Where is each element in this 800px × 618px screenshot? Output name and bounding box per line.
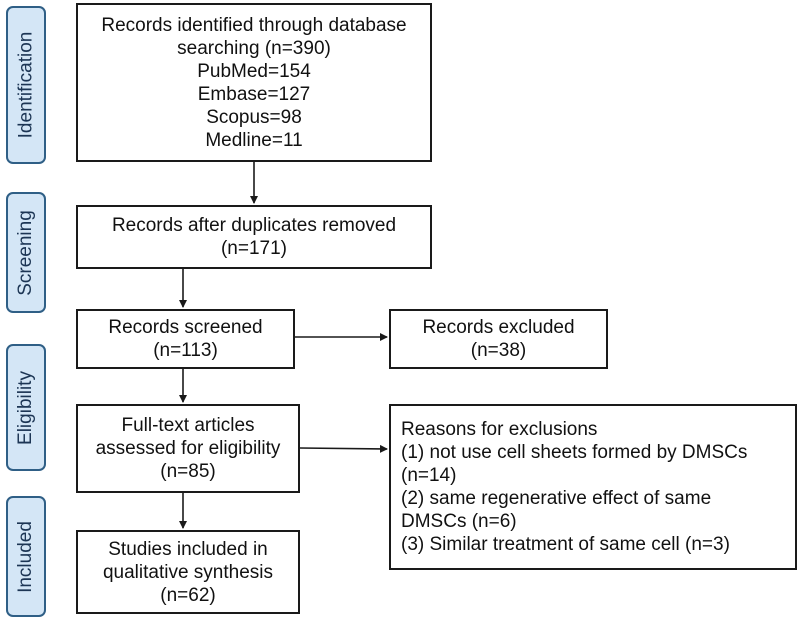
stage-screening: Screening <box>6 192 46 313</box>
box-line: Records after duplicates removed <box>111 215 397 236</box>
exclusion-reasons-box: Reasons for exclusions (1) not use cell … <box>389 404 797 570</box>
box-line: Records screened <box>108 317 263 338</box>
fulltext-assessed-box: Full-text articles assessed for eligibil… <box>76 404 300 493</box>
box-line: (n=171) <box>220 238 288 259</box>
box-line: (n=113) <box>153 340 218 361</box>
box-line: Records identified through database <box>101 14 407 36</box>
box-line: Medline=11 <box>205 129 303 151</box>
records-identified-box: Records identified through database sear… <box>76 3 432 162</box>
stage-identification: Identification <box>6 6 46 164</box>
box-line: assessed for eligibility <box>95 438 281 459</box>
box-line: (3) Similar treatment of same cell (n=3) <box>401 534 730 555</box>
box-line: Reasons for exclusions <box>401 419 598 440</box>
box-line: DMSCs (n=6) <box>401 511 517 532</box>
records-deduplicated-box: Records after duplicates removed (n=171) <box>76 205 432 269</box>
box-line: Embase=127 <box>197 83 311 105</box>
stage-eligibility: Eligibility <box>6 344 46 471</box>
box-line: Full-text articles <box>121 415 255 436</box>
box-line: (1) not use cell sheets formed by DMSCs <box>401 442 748 463</box>
box-line: (n=38) <box>470 340 527 361</box>
records-screened-box: Records screened (n=113) <box>76 309 295 369</box>
box-line: (n=62) <box>160 584 216 606</box>
arrow-fulltext-to-reasons <box>299 444 388 453</box>
stage-included: Included <box>6 496 46 617</box>
box-line: (2) same regenerative effect of same <box>401 488 712 509</box>
box-line: Studies included in <box>108 538 268 560</box>
box-line: Scopus=98 <box>206 106 302 128</box>
studies-included-box: Studies included in qualitative synthesi… <box>76 530 300 614</box>
box-line: (n=85) <box>160 461 216 482</box>
records-excluded-box: Records excluded (n=38) <box>389 309 608 369</box>
box-line: PubMed=154 <box>197 60 311 82</box>
box-line: qualitative synthesis <box>102 561 274 583</box>
box-line: (n=14) <box>401 465 457 486</box>
box-line: Records excluded <box>422 317 575 338</box>
box-line: searching (n=390) <box>177 37 331 59</box>
